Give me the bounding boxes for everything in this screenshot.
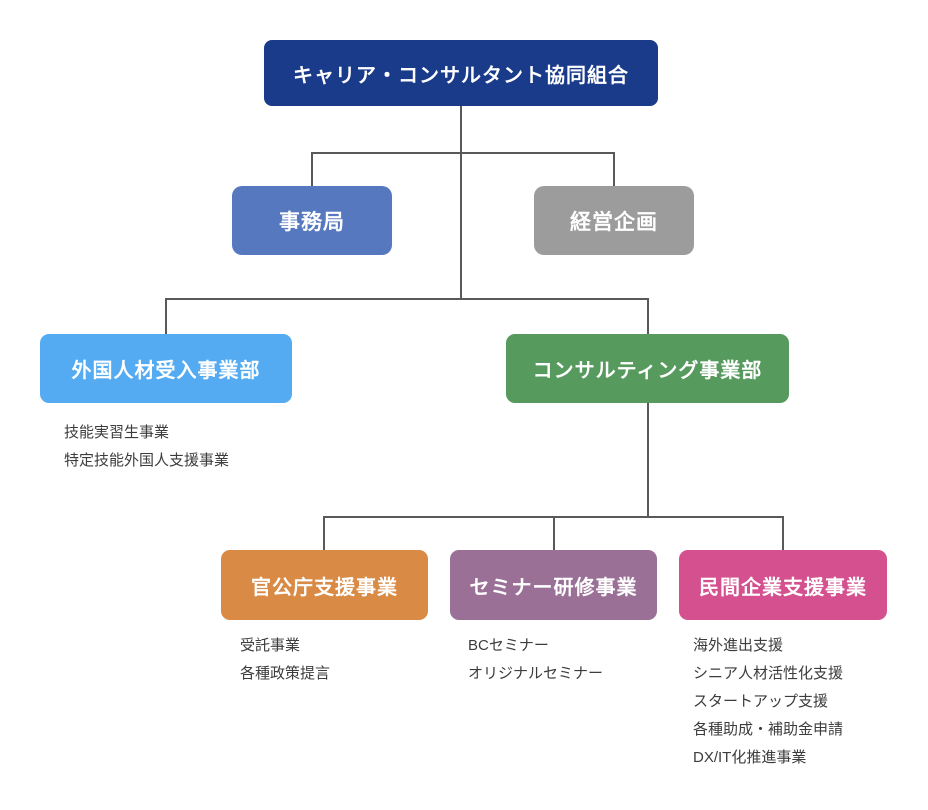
connector-level2-hbar [311, 152, 615, 154]
list-item: 特定技能外国人支援事業 [64, 452, 230, 469]
connector-secretariat-drop [311, 152, 313, 186]
node-government-support-label: 官公庁支援事業 [251, 576, 398, 599]
list-item: スタートアップ支援 [693, 693, 829, 710]
node-root-label: キャリア・コンサルタント協同組合 [293, 64, 629, 87]
connector-foreign-drop [165, 298, 167, 334]
node-secretariat-label: 事務局 [279, 210, 345, 234]
node-foreign-talent-division-label: 外国人材受入事業部 [71, 360, 261, 382]
node-consulting-division: コンサルティング事業部 [506, 334, 789, 403]
connector-private-drop [782, 516, 784, 550]
list-item: 技能実習生事業 [64, 424, 170, 441]
node-seminar-training: セミナー研修事業 [450, 550, 657, 620]
list-item: 海外進出支援 [693, 637, 784, 654]
foreign-talent-item-list: 技能実習生事業 特定技能外国人支援事業 [64, 419, 229, 475]
connector-seminar-drop [553, 516, 555, 550]
node-government-support: 官公庁支援事業 [221, 550, 428, 620]
seminar-training-item-list: BCセミナー オリジナルセミナー [468, 632, 603, 688]
private-enterprise-item-list: 海外進出支援 シニア人材活性化支援 スタートアップ支援 各種助成・補助金申請 D… [693, 632, 843, 772]
node-planning: 経営企画 [534, 186, 694, 255]
node-foreign-talent-division: 外国人材受入事業部 [40, 334, 292, 403]
node-root: キャリア・コンサルタント協同組合 [264, 40, 658, 106]
node-private-enterprise-support-label: 民間企業支援事業 [699, 576, 867, 599]
connector-planning-drop [613, 152, 615, 186]
node-planning-label: 経営企画 [570, 210, 658, 234]
connector-government-drop [323, 516, 325, 550]
connector-root-trunk [460, 106, 462, 299]
list-item: 各種政策提言 [240, 665, 331, 682]
node-seminar-training-label: セミナー研修事業 [469, 576, 638, 599]
list-item: シニア人材活性化支援 [693, 665, 844, 682]
list-item: DX/IT化推進事業 [693, 749, 807, 766]
connector-consulting-drop [647, 298, 649, 334]
government-support-item-list: 受託事業 各種政策提言 [240, 632, 330, 688]
list-item: BCセミナー [468, 637, 549, 654]
list-item: オリジナルセミナー [468, 665, 604, 682]
node-private-enterprise-support: 民間企業支援事業 [679, 550, 887, 620]
connector-level3-hbar [165, 298, 649, 300]
node-consulting-division-label: コンサルティング事業部 [532, 360, 763, 382]
node-secretariat: 事務局 [232, 186, 392, 255]
connector-consulting-trunk [647, 403, 649, 517]
list-item: 各種助成・補助金申請 [693, 721, 844, 738]
list-item: 受託事業 [240, 637, 301, 654]
